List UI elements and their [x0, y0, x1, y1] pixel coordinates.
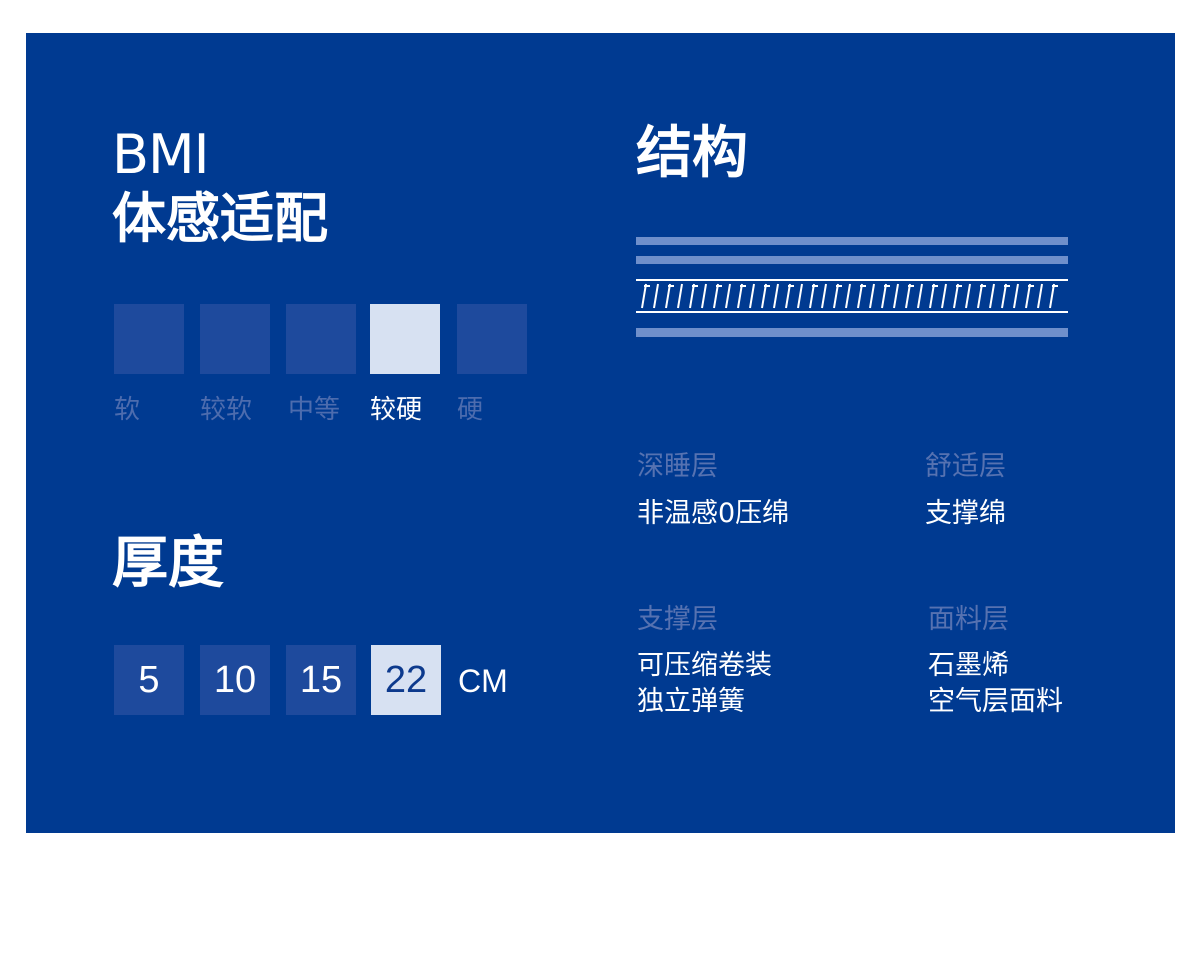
layer-material-deep-sleep: 非温感0压绵	[637, 498, 790, 529]
firmness-box-medium-soft	[200, 304, 270, 374]
spring-coil	[869, 283, 875, 309]
layer-material-comfort: 支撑绵	[925, 498, 1006, 529]
spring-coil	[881, 283, 887, 309]
firmness-box-soft	[114, 304, 184, 374]
layer-material-fabric-line2: 空气层面料	[928, 686, 1063, 717]
spring-coil	[941, 283, 947, 309]
thickness-option-15: 15	[286, 645, 356, 715]
layer-material-fabric-line1: 石墨烯	[928, 650, 1009, 681]
spring-coil	[701, 283, 707, 309]
layer-name-comfort: 舒适层	[925, 451, 1006, 482]
firmness-box-firm	[457, 304, 527, 374]
spring-coil	[953, 283, 959, 309]
comfort-layer-line	[636, 256, 1068, 264]
firmness-label-medium-soft: 较软	[200, 395, 253, 425]
spring-coil	[1013, 283, 1019, 309]
spring-coil	[689, 283, 695, 309]
firmness-box-medium-firm	[370, 304, 440, 374]
spring-coil	[737, 283, 743, 309]
layer-name-deep-sleep: 深睡层	[637, 451, 718, 482]
spring-coil	[809, 283, 815, 309]
firmness-label-soft: 软	[114, 395, 141, 425]
layer-name-support: 支撑层	[637, 604, 718, 635]
spring-coil	[989, 283, 995, 309]
spring-coil	[917, 283, 923, 309]
spring-coil	[665, 283, 671, 309]
spring-coil	[845, 283, 851, 309]
spring-coil	[893, 283, 899, 309]
thickness-option-10: 10	[200, 645, 270, 715]
spring-coil	[773, 283, 779, 309]
spring-coil	[1037, 283, 1043, 309]
layer-material-support-line2: 独立弹簧	[637, 686, 745, 717]
spring-coil	[725, 283, 731, 309]
spring-coil	[821, 283, 827, 309]
spring-coils	[641, 283, 1058, 309]
spring-coil	[653, 283, 659, 309]
spring-coil	[785, 283, 791, 309]
firmness-box-medium	[286, 304, 356, 374]
layer-material-support-line1: 可压缩卷装	[637, 650, 772, 681]
spring-coil	[641, 283, 647, 309]
thickness-option-22: 22	[371, 645, 441, 715]
spring-coil	[977, 283, 983, 309]
bmi-title: BMI	[112, 123, 210, 186]
structure-title: 结构	[636, 121, 748, 186]
firmness-label-medium-firm: 较硬	[370, 395, 423, 425]
layer-name-fabric: 面料层	[928, 604, 1009, 635]
firmness-label-firm: 硬	[457, 395, 484, 425]
spring-coil	[797, 283, 803, 309]
spring-coil	[905, 283, 911, 309]
thickness-option-5: 5	[114, 645, 184, 715]
spring-coil	[833, 283, 839, 309]
spring-coil	[761, 283, 767, 309]
mattress-layer-diagram	[636, 237, 1068, 337]
spring-coil	[749, 283, 755, 309]
bmi-subtitle: 体感适配	[112, 187, 328, 250]
spring-coil	[1025, 283, 1031, 309]
spring-coil	[965, 283, 971, 309]
spring-coil	[1001, 283, 1007, 309]
top-layer-line	[636, 237, 1068, 245]
spring-coil	[713, 283, 719, 309]
thickness-unit: CM	[458, 663, 508, 699]
spring-coil	[677, 283, 683, 309]
base-layer-line	[636, 328, 1068, 337]
spring-coil	[929, 283, 935, 309]
spring-coil	[857, 283, 863, 309]
spring-coil	[1049, 283, 1055, 309]
firmness-label-medium: 中等	[288, 395, 341, 425]
thickness-title: 厚度	[112, 531, 224, 596]
